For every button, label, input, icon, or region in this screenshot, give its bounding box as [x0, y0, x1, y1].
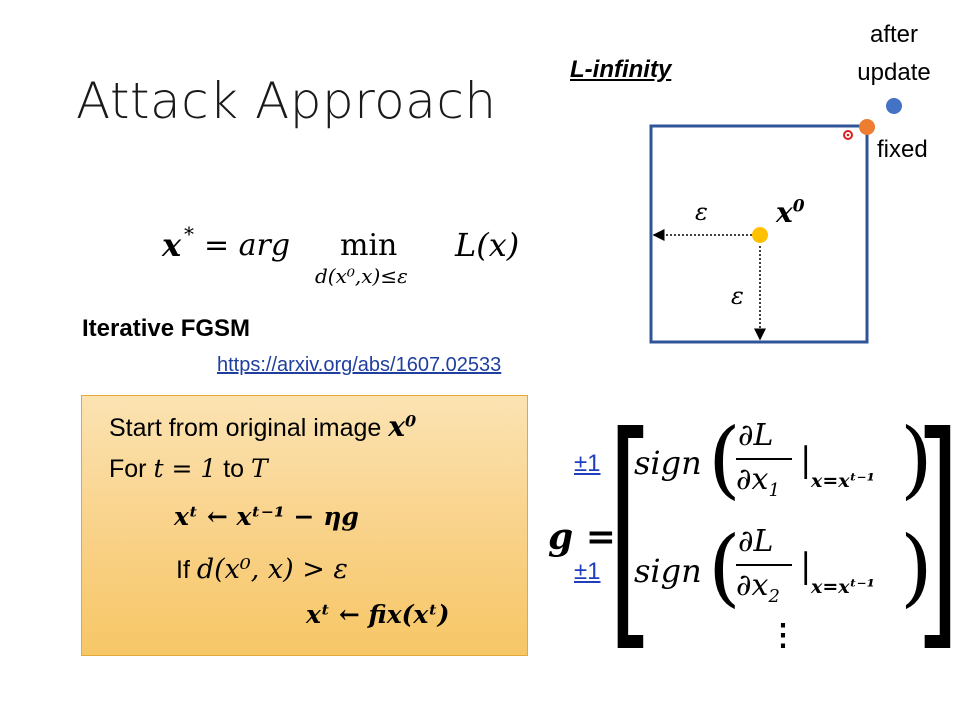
linf-box: [649, 124, 869, 344]
gradient-left-bracket: [: [608, 383, 652, 674]
fixed-label: fixed: [877, 136, 928, 163]
gradient-vdots: ⋮: [768, 619, 798, 652]
algo-line-3: xᵗ ← xᵗ⁻¹ − ηg: [174, 502, 359, 531]
gradient-eval-sub-1: x=xᵗ⁻¹: [811, 470, 875, 492]
algo-line-4: If d(x⁰, x) > ε: [176, 554, 348, 585]
gradient-right-bracket: ]: [916, 383, 960, 674]
objective-formula: x * = arg min d(x⁰,x)≤ε L(x): [160, 222, 540, 302]
gradient-paren-right-1: ): [900, 410, 933, 508]
objective-argmin: = arg: [204, 228, 291, 263]
gradient-paren-right-2: ): [900, 518, 933, 616]
objective-min: min: [340, 228, 398, 263]
gradient-den-1: ∂x1: [736, 462, 780, 501]
cursor-marker: [843, 130, 853, 140]
gradient-eval-bar-2: |: [800, 546, 812, 586]
gradient-den-2: ∂x2: [736, 568, 780, 607]
epsilon-label-horizontal: ε: [695, 198, 708, 226]
epsilon-label-vertical: ε: [731, 282, 744, 310]
objective-lhs: x: [162, 226, 182, 264]
gradient-pm-2: ±1: [574, 558, 601, 585]
algo-line-5: xᵗ ← fix(xᵗ): [306, 600, 450, 629]
objective-loss: L(x): [455, 226, 520, 264]
algo-line-1: Start from original image x0: [109, 410, 417, 443]
gradient-pm-1: ±1: [574, 450, 601, 477]
linf-diagram: [649, 98, 902, 344]
gradient-eval-sub-2: x=xᵗ⁻¹: [811, 576, 875, 598]
norm-label: L-infinity: [570, 56, 672, 83]
origin-point: [752, 227, 768, 243]
gradient-paren-left-1: (: [708, 410, 741, 508]
origin-label: x0: [776, 196, 805, 229]
gradient-sign-1: sign: [634, 444, 702, 482]
gradient-eval-bar-1: |: [800, 440, 812, 480]
slide-title: Attack Approach: [76, 72, 497, 130]
section-title: Iterative FGSM: [82, 315, 251, 342]
gradient-num-2: ∂L: [738, 524, 774, 559]
gradient-num-1: ∂L: [738, 418, 774, 453]
algorithm-box: Start from original image x0 For t = 1 t…: [81, 395, 528, 656]
objective-star: *: [184, 222, 194, 246]
paper-link[interactable]: https://arxiv.org/abs/1607.02533: [217, 354, 502, 376]
objective-constraint: d(x⁰,x)≤ε: [315, 264, 408, 288]
gradient-paren-left-2: (: [708, 518, 741, 616]
after-update-point: [886, 98, 902, 114]
gradient-sign-2: sign: [634, 552, 702, 590]
gradient-lhs: g =: [548, 516, 616, 558]
fixed-point: [859, 119, 875, 135]
gradient-fracbar-1: [736, 458, 792, 460]
algo-line-2: For t = 1 to T: [109, 454, 268, 483]
gradient-fracbar-2: [736, 564, 792, 566]
after-update-label: after update: [857, 21, 931, 86]
